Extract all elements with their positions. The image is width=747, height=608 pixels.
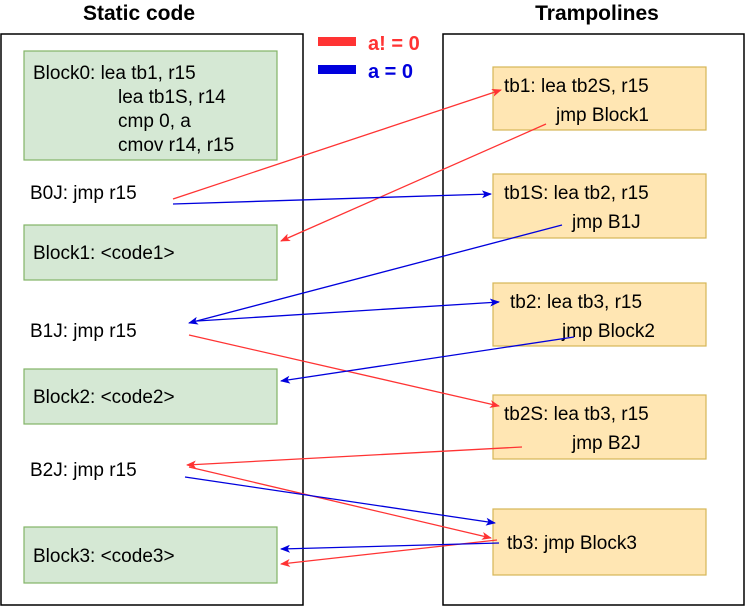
tb1s-line2: jmp B1J (571, 212, 641, 233)
legend-nonzero-swatch (318, 37, 356, 46)
edge-tb3-to-block3-blue (280, 542, 500, 553)
block2-label: Block2: <code2> (33, 387, 175, 408)
legend-zero-label: a = 0 (368, 61, 413, 83)
block0-line2: lea tb1S, r14 (118, 87, 226, 108)
b0j-label: B0J: jmp r15 (30, 183, 137, 204)
tb1-line2: jmp Block1 (555, 105, 649, 126)
legend-nonzero-label: a! = 0 (368, 33, 420, 55)
edge-b0j-to-tb1s (172, 190, 492, 205)
edge-tb1s-to-b1j (188, 224, 563, 325)
tb2s-box (492, 394, 707, 460)
edge-tb1-to-block1 (280, 123, 547, 242)
block2-box (23, 368, 278, 425)
legend-zero-swatch (318, 65, 356, 74)
edge-b1j-to-tb2s (188, 334, 500, 408)
block0-line4: cmov r14, r15 (118, 135, 234, 156)
trampolines-heading: Trampolines (535, 2, 659, 25)
edge-b2j-to-tb3-blue (184, 476, 496, 526)
tb1-box (492, 66, 707, 131)
tb2s-line2: jmp B2J (571, 433, 641, 454)
block0-box (23, 50, 278, 161)
tb1-line1: tb1: lea tb2S, r15 (504, 76, 649, 97)
tb2-line1: tb2: lea tb3, r15 (510, 292, 642, 313)
static-code-heading: Static code (83, 2, 195, 25)
block1-box (23, 224, 278, 281)
tb2s-line1: tb2S: lea tb3, r15 (504, 404, 649, 425)
block3-box (23, 526, 278, 584)
b2j-label: B2J: jmp r15 (30, 460, 137, 481)
block0-line1: Block0: lea tb1, r15 (33, 63, 196, 84)
edge-tb2s-to-b2j (186, 446, 523, 469)
tb3-line1: tb3: jmp Block3 (507, 533, 637, 554)
b1j-label: B1J: jmp r15 (30, 321, 137, 342)
tb1s-box (492, 173, 707, 239)
tb3-box (492, 508, 707, 576)
edge-tb2-to-block2 (280, 336, 575, 384)
block3-label: Block3: <code3> (33, 546, 175, 567)
edge-b1j-to-tb2 (196, 298, 500, 322)
block1-label: Block1: <code1> (33, 243, 175, 264)
edge-b2j-to-tb3 (188, 466, 492, 540)
tb2-box (492, 282, 707, 347)
edge-b0j-to-tb1 (172, 89, 502, 200)
tb1s-line1: tb1S: lea tb2, r15 (504, 183, 649, 204)
block0-line3: cmp 0, a (118, 111, 191, 132)
tb2-line2: jmp Block2 (561, 321, 655, 342)
